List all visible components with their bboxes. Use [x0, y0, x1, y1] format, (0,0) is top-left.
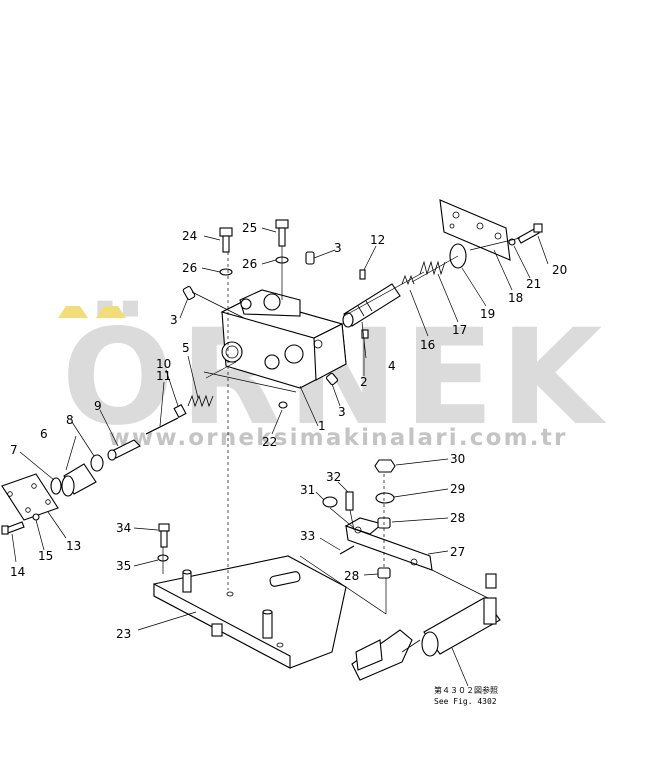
callout-26: 26	[182, 261, 197, 275]
callout-31: 31	[300, 483, 315, 497]
callout-33: 33	[300, 529, 315, 543]
callout-19: 19	[480, 307, 495, 321]
left-spool-assembly	[1, 394, 214, 535]
callout-13: 13	[66, 539, 81, 553]
callout-18: 18	[508, 291, 523, 305]
watermark-url: www.orneksimakinalari.com.tr	[108, 425, 567, 451]
callout-14: 14	[10, 565, 25, 579]
callouts: 1 2 3 3 3 4 5 6 7 8 9 10 11 12 13 14 15 …	[10, 221, 567, 706]
callout-26: 26	[242, 257, 257, 271]
callout-12: 12	[370, 233, 385, 247]
callout-35: 35	[116, 559, 131, 573]
callout-29: 29	[450, 482, 465, 496]
watermark-accent	[58, 306, 88, 318]
callout-27: 27	[450, 545, 465, 559]
right-spool-assembly	[342, 199, 543, 339]
callout-3: 3	[338, 405, 346, 419]
callout-5: 5	[182, 341, 190, 355]
callout-1: 1	[318, 419, 326, 433]
watermark-accent	[96, 306, 126, 318]
callout-10: 10	[156, 357, 171, 371]
reference-note-en: See Fig. 4302	[434, 697, 497, 706]
linked-cylinder	[351, 573, 501, 681]
callout-24: 24	[182, 229, 197, 243]
callout-9: 9	[94, 399, 102, 413]
callout-3: 3	[170, 313, 178, 327]
callout-3: 3	[334, 241, 342, 255]
callout-23: 23	[116, 627, 131, 641]
callout-21: 21	[526, 277, 541, 291]
reference-note-jp: 第４３０２図参照	[434, 685, 498, 695]
callout-6: 6	[40, 427, 48, 441]
callout-17: 17	[452, 323, 467, 337]
callout-28: 28	[344, 569, 359, 583]
leader-lines	[162, 237, 521, 615]
callout-7: 7	[10, 443, 18, 457]
callout-20: 20	[552, 263, 567, 277]
callout-25: 25	[242, 221, 257, 235]
lever-assembly	[157, 459, 433, 579]
callout-22: 22	[262, 435, 277, 449]
callout-11: 11	[156, 369, 171, 383]
callout-16: 16	[420, 338, 435, 352]
callout-4: 4	[388, 359, 396, 373]
callout-30: 30	[450, 452, 465, 466]
valve-body	[220, 289, 347, 389]
callout-34: 34	[116, 521, 131, 535]
callout-8: 8	[66, 413, 74, 427]
base-plate	[153, 555, 347, 669]
callout-32: 32	[326, 470, 341, 484]
callout-15: 15	[38, 549, 53, 563]
callout-2: 2	[360, 375, 368, 389]
callout-28: 28	[450, 511, 465, 525]
